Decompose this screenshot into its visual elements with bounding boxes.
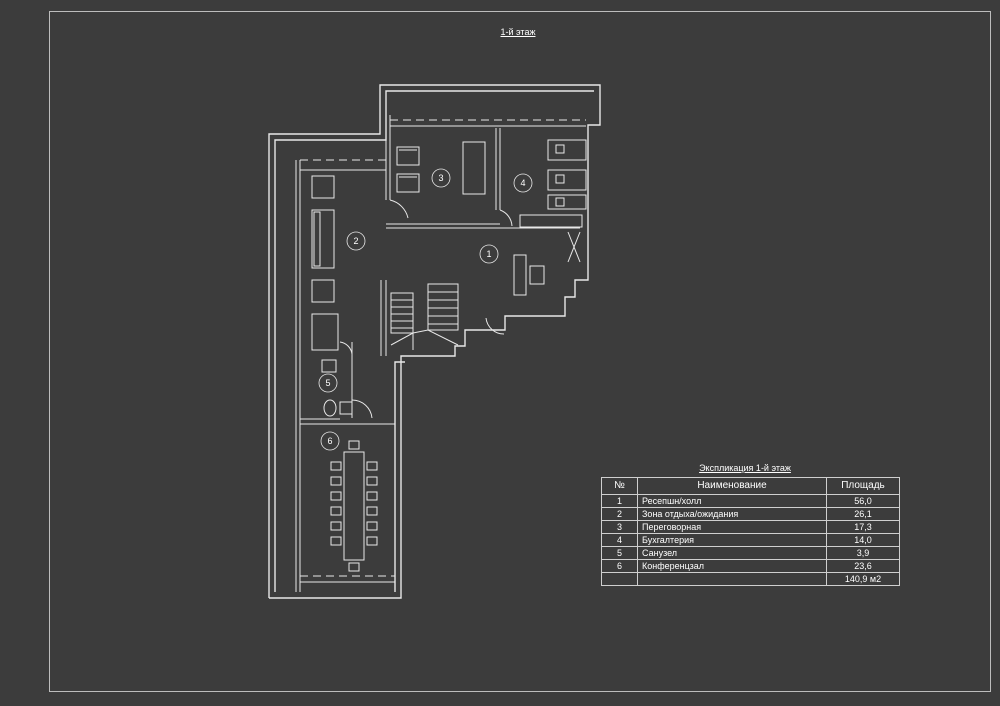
partitions <box>295 115 586 592</box>
room-label-6: 6 <box>327 436 332 446</box>
row-name: Переговорная <box>637 520 827 534</box>
room-label-5: 5 <box>325 378 330 388</box>
table-header-row: № Наименование Площадь <box>601 477 900 495</box>
row-area: 26,1 <box>826 507 900 521</box>
room-label-3: 3 <box>438 173 443 183</box>
room-marker-5 <box>318 373 338 393</box>
header-num: № <box>601 477 638 495</box>
row-name: Ресепшн/холл <box>637 494 827 508</box>
staircase <box>390 283 459 350</box>
table-row: 2 Зона отдыха/ожидания 26,1 <box>601 507 900 521</box>
explication-title: Экспликация 1-й этаж <box>699 463 791 473</box>
row-num: 3 <box>601 520 638 534</box>
row-name: Бухгалтерия <box>637 533 827 547</box>
bathroom-fixtures <box>321 359 353 417</box>
row-name: Зона отдыха/ожидания <box>637 507 827 521</box>
explication-table: № Наименование Площадь 1 Ресепшн/холл 56… <box>601 477 900 586</box>
row-area: 3,9 <box>826 546 900 560</box>
row-area: 56,0 <box>826 494 900 508</box>
meeting-room-furniture <box>396 141 486 195</box>
room-label-2: 2 <box>353 236 358 246</box>
row-name: Санузел <box>637 546 827 560</box>
table-row: 1 Ресепшн/холл 56,0 <box>601 494 900 508</box>
room-marker-3 <box>431 168 451 188</box>
header-name: Наименование <box>637 477 827 495</box>
room-markers <box>318 168 533 451</box>
row-num: 5 <box>601 546 638 560</box>
header-area: Площадь <box>826 477 900 495</box>
lounge-furniture <box>311 175 339 351</box>
row-area: 17,3 <box>826 520 900 534</box>
total-empty <box>637 572 827 586</box>
row-name: Конференцзал <box>637 559 827 573</box>
table-total-row: 140,9 м2 <box>601 572 900 586</box>
table-row: 5 Санузел 3,9 <box>601 546 900 560</box>
doors <box>339 199 513 419</box>
accounting-furniture <box>519 139 587 263</box>
row-num: 1 <box>601 494 638 508</box>
reception-desk <box>513 254 545 296</box>
row-area: 23,6 <box>826 559 900 573</box>
room-label-4: 4 <box>520 178 525 188</box>
conference-table <box>330 440 378 572</box>
sheet-title: 1-й этаж <box>500 27 536 37</box>
room-marker-2 <box>346 231 366 251</box>
room-marker-1 <box>479 244 499 264</box>
table-row: 6 Конференцзал 23,6 <box>601 559 900 573</box>
sheet-frame <box>49 11 991 692</box>
row-num: 6 <box>601 559 638 573</box>
table-row: 4 Бухгалтерия 14,0 <box>601 533 900 547</box>
total-area: 140,9 м2 <box>826 572 900 586</box>
outer-walls <box>268 84 601 599</box>
room-marker-4 <box>513 173 533 193</box>
room-label-1: 1 <box>486 249 491 259</box>
total-empty <box>601 572 638 586</box>
room-marker-6 <box>320 431 340 451</box>
row-area: 14,0 <box>826 533 900 547</box>
table-row: 3 Переговорная 17,3 <box>601 520 900 534</box>
row-num: 2 <box>601 507 638 521</box>
row-num: 4 <box>601 533 638 547</box>
